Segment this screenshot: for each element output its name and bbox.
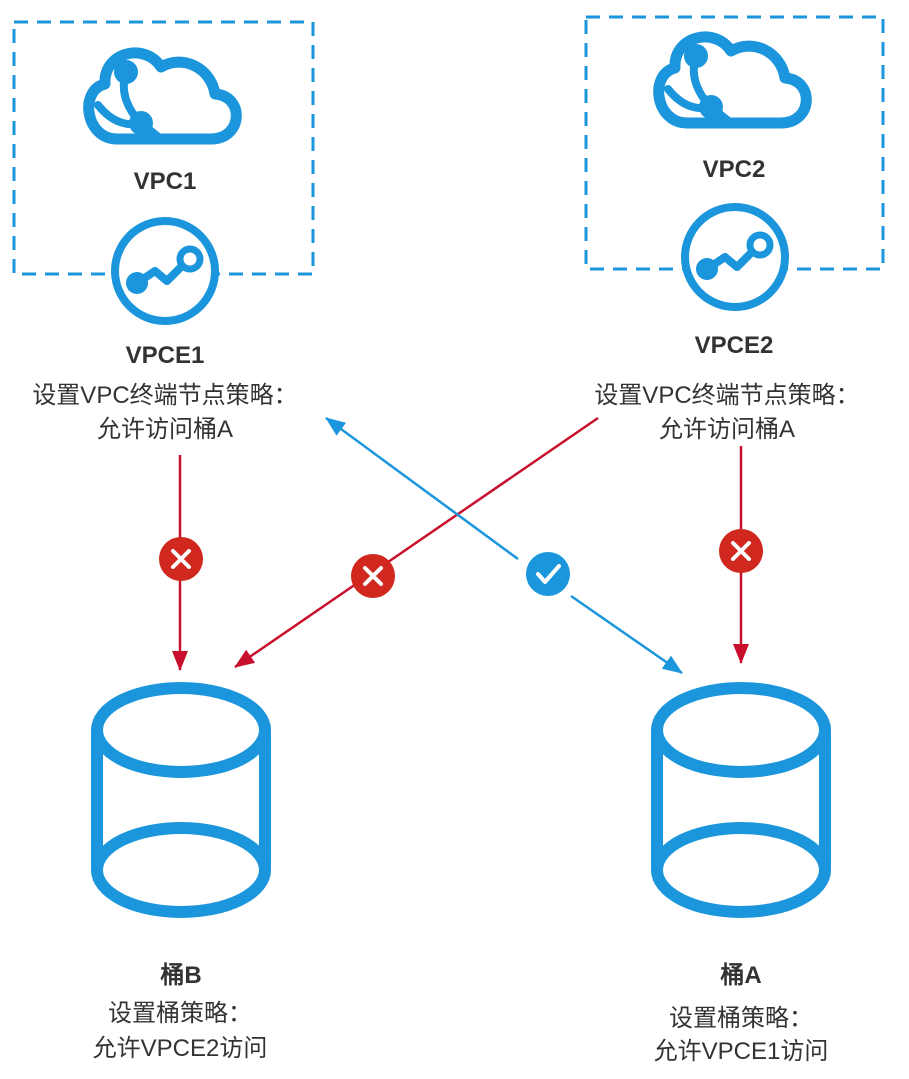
bucket-b-policy-line1: 设置桶策略： [108, 1000, 252, 1027]
bucket-a-policy-line2: 允许VPCE1访问 [653, 1038, 829, 1065]
vpce2-policy-line2: 允许访问桶A [658, 416, 795, 443]
vpc2-label: VPC2 [702, 156, 766, 183]
vpce1-label: VPCE1 [125, 342, 205, 369]
denied-x-icon [159, 537, 203, 581]
vpce1-policy-line2: 允许访问桶A [96, 416, 233, 443]
bucket-a-policy-line1: 设置桶策略： [669, 1005, 813, 1032]
vpce2-label: VPCE2 [694, 332, 774, 359]
vpce2-policy-line1: 设置VPC终端节点策略： [594, 382, 860, 409]
vpc1-cloud-network-icon [83, 47, 242, 145]
arrow-bucket-a-to-vpce1 [325, 416, 519, 561]
bucket-a-label: 桶A [720, 962, 762, 989]
denied-x-icon [719, 529, 763, 573]
arrow-vpce1-to-bucket-a [570, 594, 683, 675]
bucket-b-policy-line2: 允许VPCE2访问 [92, 1035, 268, 1062]
bucket-b-icon [91, 682, 271, 918]
denied-x-icon [351, 554, 395, 598]
arrow-vpce2-to-bucket-b [234, 416, 599, 669]
vpce1-endpoint-icon [111, 217, 219, 325]
vpc2-cloud-network-icon [653, 31, 812, 129]
vpce1-policy-line1: 设置VPC终端节点策略： [32, 382, 298, 409]
bucket-a-icon [651, 682, 831, 918]
vpce2-endpoint-icon [681, 203, 789, 311]
vpc1-label: VPC1 [133, 168, 197, 195]
allowed-check-icon [526, 552, 570, 596]
bucket-b-label: 桶B [160, 962, 202, 989]
